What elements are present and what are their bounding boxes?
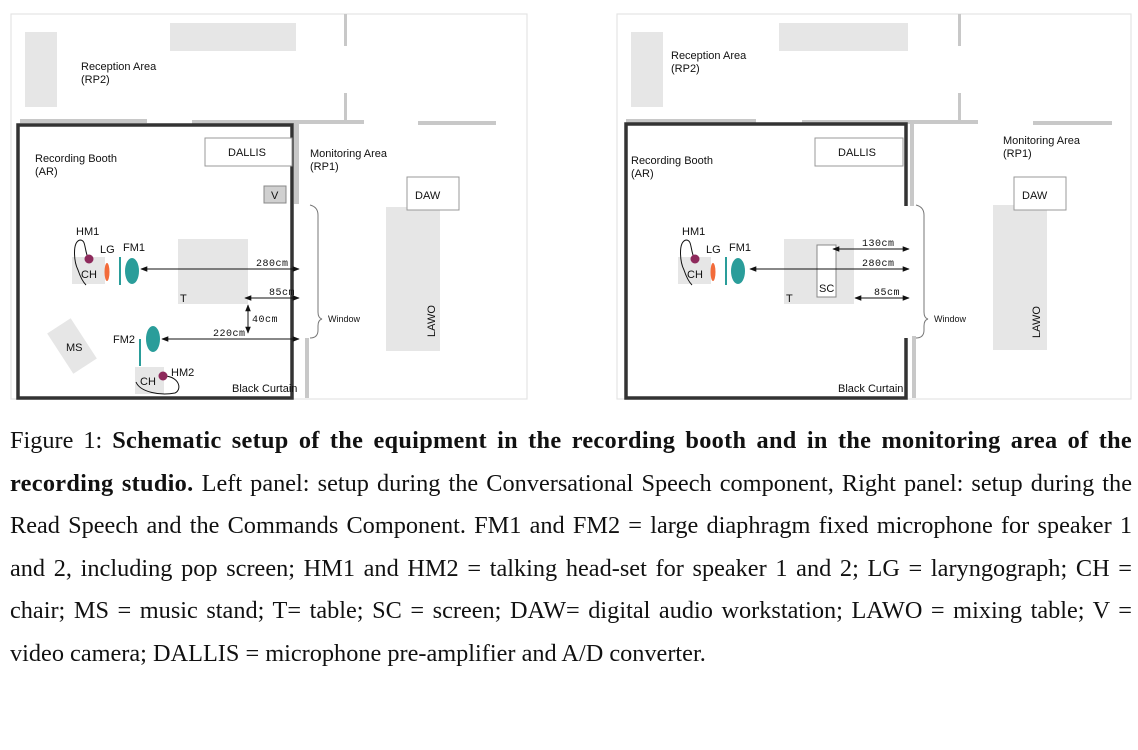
wall	[1033, 121, 1112, 125]
wall	[802, 120, 978, 124]
recording-booth-walls	[624, 122, 908, 400]
dallis-label: DALLIS	[838, 147, 876, 159]
lg-label: LG	[100, 244, 115, 256]
window-brace	[309, 204, 323, 339]
fm1-label: FM1	[729, 242, 751, 254]
right-panel-diagram: Reception Area (RP2) Recording Booth (AR…	[610, 0, 1138, 405]
microphone-fm1	[731, 258, 745, 284]
reception-furniture-left	[631, 32, 663, 107]
reception-area-label: Reception Area	[671, 50, 747, 62]
laryngograph	[710, 263, 716, 281]
daw-box	[406, 176, 460, 211]
right-floorplan: Reception Area (RP2) Recording Booth (AR…	[616, 13, 1132, 400]
wall	[305, 338, 309, 398]
wall	[344, 14, 347, 46]
chair-2-label: CH	[140, 376, 156, 388]
wall	[912, 336, 916, 398]
reception-area-label: Reception Area	[81, 61, 157, 73]
video-camera-box	[263, 185, 287, 204]
monitoring-area-code: (RP1)	[310, 161, 339, 173]
dallis-label: DALLIS	[228, 147, 266, 159]
table-label: T	[786, 293, 793, 305]
table	[178, 239, 248, 304]
recording-booth-label: Recording Booth	[35, 153, 117, 165]
microphone-fm2	[146, 326, 160, 352]
reception-furniture-top	[170, 23, 296, 51]
video-camera-label: V	[271, 190, 279, 202]
wall	[958, 14, 961, 46]
dimension-label-85: 85cm	[269, 288, 295, 299]
music-stand-label: MS	[66, 342, 83, 354]
dallis-box	[204, 137, 293, 167]
lawo-mixer	[993, 205, 1047, 350]
recording-booth-label: Recording Booth	[631, 155, 713, 167]
window-brace	[915, 204, 929, 339]
fm2-label: FM2	[113, 334, 135, 346]
headset-cable-1	[680, 239, 695, 286]
monitoring-area-code: (RP1)	[1003, 148, 1032, 160]
caption-body: Left panel: setup during the Conversatio…	[10, 469, 1132, 667]
wall	[344, 93, 347, 123]
wall	[20, 119, 147, 123]
pop-screen-fm1	[725, 257, 727, 285]
microphone-fm1	[125, 258, 139, 284]
music-stand	[47, 318, 97, 374]
laryngograph	[104, 263, 110, 281]
pop-screen-fm1	[119, 257, 121, 285]
figure-caption: Figure 1: Schematic setup of the equipme…	[10, 420, 1132, 675]
headset-cable-1	[74, 239, 89, 286]
reception-furniture-top	[779, 23, 908, 51]
wall	[418, 121, 496, 125]
chair-1-label: CH	[687, 269, 703, 281]
left-floorplan: Reception Area (RP2) Recording Booth (AR…	[10, 13, 528, 400]
daw-label: DAW	[415, 190, 441, 202]
black-curtain-label: Black Curtain	[838, 383, 903, 395]
daw-label: DAW	[1022, 190, 1048, 202]
fm1-label: FM1	[123, 242, 145, 254]
monitoring-area-label: Monitoring Area	[310, 148, 388, 160]
wall	[626, 119, 756, 123]
headset-hm2	[158, 371, 168, 381]
recording-booth-code: (AR)	[631, 168, 654, 180]
left-panel-diagram: Reception Area (RP2) Recording Booth (AR…	[0, 0, 530, 405]
wall	[958, 93, 961, 123]
screen-label: SC	[819, 283, 834, 295]
recording-booth-walls	[16, 123, 294, 400]
wall	[192, 120, 364, 124]
chair-2	[135, 367, 164, 394]
dallis-box	[814, 137, 904, 167]
wall	[910, 124, 914, 206]
reception-area-code: (RP2)	[671, 63, 700, 75]
daw-box	[1013, 176, 1067, 211]
caption-label: Figure 1:	[10, 427, 103, 454]
recording-booth-code: (AR)	[35, 166, 58, 178]
wall	[294, 124, 299, 204]
hm1-label: HM1	[682, 226, 705, 238]
chair-1-label: CH	[81, 269, 97, 281]
table-label: T	[180, 293, 187, 305]
dimension-label-220: 220cm	[213, 329, 246, 340]
dimension-label-280: 280cm	[862, 259, 895, 270]
hm2-label: HM2	[171, 367, 194, 379]
reception-area-code: (RP2)	[81, 74, 110, 86]
headset-hm1	[84, 254, 94, 264]
headset-cable-2	[135, 375, 180, 395]
dimension-label-40: 40cm	[252, 315, 278, 326]
dimension-label-130: 130cm	[862, 239, 895, 250]
lawo-mixer	[386, 207, 440, 351]
lg-label: LG	[706, 244, 721, 256]
caption-title: Schematic setup of the equipment in the …	[10, 427, 1132, 497]
window-label: Window	[328, 314, 361, 324]
lawo-label: LAWO	[1031, 306, 1043, 338]
pop-screen-fm2	[139, 339, 141, 366]
headset-hm1	[690, 254, 700, 264]
hm1-label: HM1	[76, 226, 99, 238]
window-label: Window	[934, 314, 967, 324]
dimension-label-280: 280cm	[256, 259, 289, 270]
monitoring-area-label: Monitoring Area	[1003, 135, 1081, 147]
black-curtain-label: Black Curtain	[232, 383, 297, 395]
lawo-label: LAWO	[426, 305, 438, 337]
dimension-label-85: 85cm	[874, 288, 900, 299]
reception-furniture-left	[25, 32, 57, 107]
